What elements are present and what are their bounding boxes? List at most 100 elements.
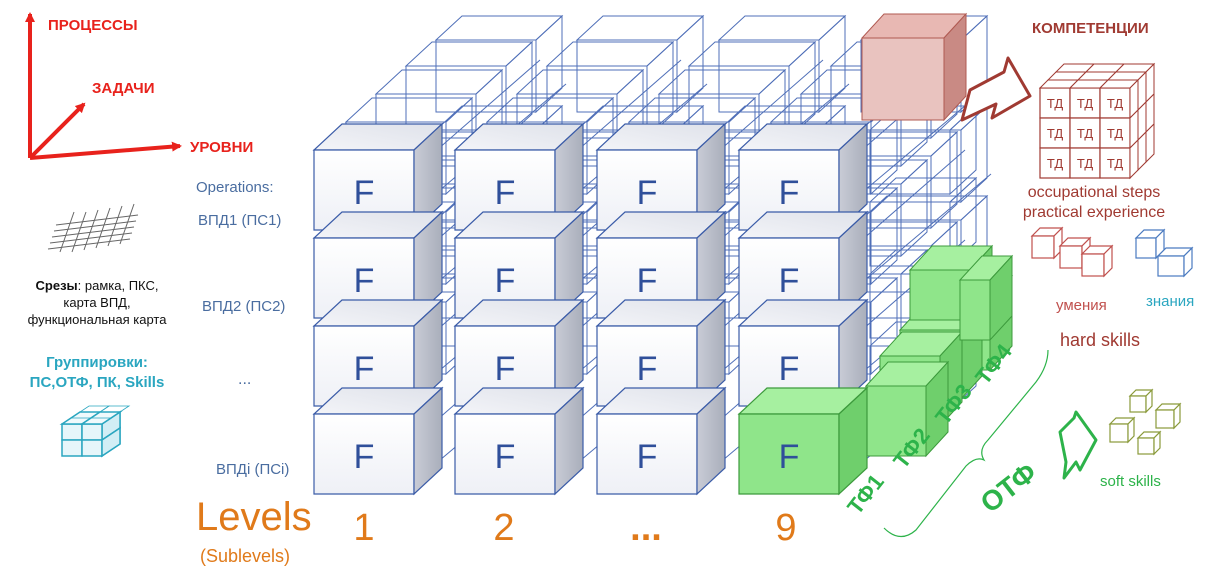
processes-label: ПРОЦЕССЫ xyxy=(48,17,138,34)
competency-cell: ТД xyxy=(1069,117,1101,149)
competency-cell-label: ТД xyxy=(1047,156,1064,171)
practical-experience-label: practical experience xyxy=(1023,204,1165,221)
cube-letter: F xyxy=(495,350,516,388)
levels-label: УРОВНИ xyxy=(190,139,253,156)
level-number-2: 2 xyxy=(493,507,514,549)
abilities-icon xyxy=(1030,226,1114,278)
competency-cell-label: ТД xyxy=(1047,126,1064,141)
cube-level9-row4: F xyxy=(737,386,869,496)
axes-diagram: ПРОЦЕССЫ ЗАДАЧИ УРОВНИ xyxy=(25,12,253,160)
competency-cell-label: ТД xyxy=(1107,96,1124,111)
knowledge-label: знания xyxy=(1146,293,1194,310)
cube-level3-row3: F xyxy=(595,298,727,408)
competency-cell: ТД xyxy=(1099,117,1131,149)
highlighted-competency-cube xyxy=(860,12,968,122)
competency-cell-label: ТД xyxy=(1107,156,1124,171)
cube-letter: F xyxy=(354,262,375,300)
teal-top-line xyxy=(89,405,131,419)
levels-axis xyxy=(29,141,182,160)
cube-level2-row4: F xyxy=(453,386,585,496)
slices-line1: : рамка, ПКС, xyxy=(78,278,159,293)
tf-cube xyxy=(864,360,950,458)
row-label-vpd1: ВПД1 (ПС1) xyxy=(198,212,281,229)
cube-letter: F xyxy=(354,350,375,388)
cube-letter: F xyxy=(779,262,800,300)
cube-level1-row3: F xyxy=(312,298,444,408)
competency-cell: ТД xyxy=(1099,87,1131,119)
knowledge-icon xyxy=(1134,228,1194,278)
teal-side-cell xyxy=(101,426,121,458)
cube-letter: F xyxy=(495,262,516,300)
cube-level1-row4: F xyxy=(312,386,444,496)
groupings-items: ПС,ОТФ, ПК, Skills xyxy=(30,374,165,391)
level-number-9: 9 xyxy=(775,507,796,549)
operations-header: Operations: xyxy=(196,179,274,196)
soft-skills-icon xyxy=(1108,388,1182,456)
cube-level3-row4: F xyxy=(595,386,727,496)
slices-title: Срезы xyxy=(36,278,78,293)
tf-green-cubes xyxy=(864,244,1014,458)
tf-group-brace xyxy=(883,349,1049,538)
cube-level2-row1: F xyxy=(453,122,585,232)
level-number-ellipsis: ... xyxy=(630,507,662,549)
cube-level1-row1: F xyxy=(312,122,444,232)
soft-skills-label: soft skills xyxy=(1100,473,1161,490)
row-label-ellipsis: ... xyxy=(238,371,251,388)
competency-cell-label: ТД xyxy=(1077,96,1094,111)
cube-letter: F xyxy=(779,350,800,388)
cube-level4-row2: F xyxy=(737,210,869,320)
cube-letter: F xyxy=(495,438,516,476)
cube-letter: F xyxy=(495,174,516,212)
competency-cell: ТД xyxy=(1069,87,1101,119)
slices-line2: карта ВПД, xyxy=(63,295,130,310)
teal-front-cell xyxy=(61,423,83,441)
cube-letter: F xyxy=(637,438,658,476)
tasks-label: ЗАДАЧИ xyxy=(92,80,154,97)
cube-letter: F xyxy=(779,174,800,212)
row-label-vpd2: ВПД2 (ПС2) xyxy=(202,298,285,315)
cube-letter: F xyxy=(637,350,658,388)
competency-cell: ТД xyxy=(1039,147,1071,179)
hard-skills-label: hard skills xyxy=(1060,330,1140,350)
cube-level2-row2: F xyxy=(453,210,585,320)
cube-level3-row2: F xyxy=(595,210,727,320)
competency-cell: ТД xyxy=(1039,87,1071,119)
competency-cell: ТД xyxy=(1039,117,1071,149)
occupational-steps-label: occupational steps xyxy=(1028,184,1161,201)
cube-level1-row2: F xyxy=(312,210,444,320)
abilities-label: умения xyxy=(1056,297,1107,314)
cube-letter: F xyxy=(354,174,375,212)
row-label-vpdi: ВПДi (ПСi) xyxy=(216,461,289,478)
sublevels-label: (Sublevels) xyxy=(200,546,290,566)
groupings-title: Группировки: xyxy=(46,354,148,371)
competency-cell: ТД xyxy=(1099,147,1131,179)
level-number-1: 1 xyxy=(353,507,374,549)
teal-front-cell xyxy=(81,439,103,457)
competency-cell-label: ТД xyxy=(1077,126,1094,141)
levels-title: Levels xyxy=(196,495,312,539)
row-labels: Operations: ВПД1 (ПС1) ВПД2 (ПС2) ... ВП… xyxy=(196,179,289,478)
tf-cube xyxy=(958,254,1014,342)
competency-cell-label: ТД xyxy=(1107,126,1124,141)
competencies-title: КОМПЕТЕНЦИИ xyxy=(1032,20,1149,37)
groupings-cube-icon xyxy=(59,405,131,458)
cube-letter: F xyxy=(354,438,375,476)
cube-level4-row3: F xyxy=(737,298,869,408)
cube-letter: F xyxy=(637,174,658,212)
tasks-axis xyxy=(28,102,86,160)
cube-level3-row1: F xyxy=(595,122,727,232)
competency-arrow-icon xyxy=(960,56,1032,122)
competency-cell: ТД xyxy=(1069,147,1101,179)
competency-cell-label: ТД xyxy=(1077,156,1094,171)
slices-line3: функциональная карта xyxy=(28,312,168,327)
teal-front-cell xyxy=(81,423,103,441)
cube-letter: F xyxy=(637,262,658,300)
slices-text: Срезы: рамка, ПКС, xyxy=(36,278,159,293)
competency-cell-label: ТД xyxy=(1047,96,1064,111)
cube-level4-row1: F xyxy=(737,122,869,232)
teal-front-cell xyxy=(61,439,83,457)
otf-label: ОТФ xyxy=(975,456,1043,518)
competency-side-cell xyxy=(1145,122,1155,164)
competency-cube-grid: ТД ТД ТД ТД ТД ТД ТД ТД ТД xyxy=(1038,62,1156,180)
